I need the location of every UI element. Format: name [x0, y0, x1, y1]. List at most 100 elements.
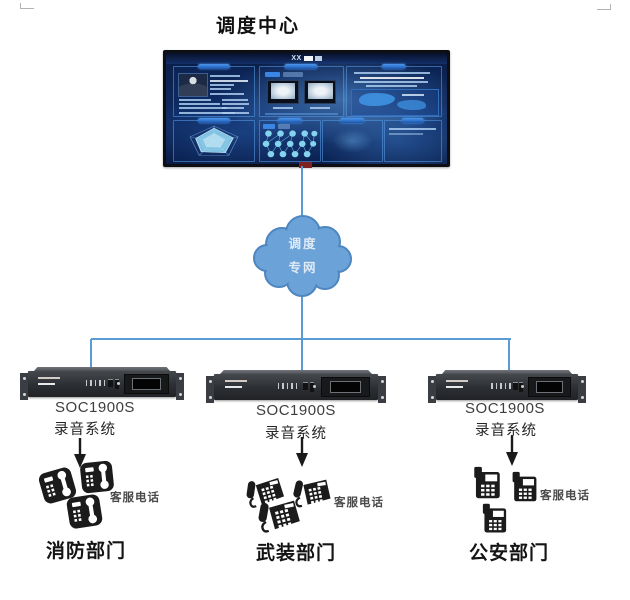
connector-bus-horizontal	[91, 338, 511, 340]
video-tab-button	[264, 72, 280, 78]
person-photo	[178, 73, 209, 97]
rack-mount-ear	[578, 376, 586, 403]
rack-connector-slot	[320, 377, 370, 397]
rack-mount-ear	[176, 373, 184, 400]
department-label: 武装部门	[255, 543, 336, 564]
phones-label: 客服电话	[540, 490, 590, 502]
phone-icon	[474, 466, 500, 499]
graph-tab-button	[263, 123, 276, 129]
dashboard-title-prefix: XX	[291, 55, 302, 62]
panel-header-pill	[198, 64, 231, 70]
rack-connector	[536, 381, 564, 393]
phones-label: 客服电话	[110, 492, 160, 504]
device-system-label: 录音系统	[54, 422, 116, 438]
rack-brand-text	[225, 380, 248, 392]
rack-screw	[312, 384, 316, 388]
panel-blank-glow	[321, 117, 383, 162]
dashboard-title-block	[314, 56, 322, 61]
rack-button	[512, 382, 518, 391]
recorder-device	[20, 366, 184, 400]
connector-drop-left	[90, 339, 92, 368]
map-region-shape	[358, 92, 395, 107]
cloud-label-line2: 专网	[288, 260, 318, 275]
phone-icon	[482, 503, 507, 533]
panel-node-graph	[258, 117, 322, 162]
node-graph	[262, 130, 318, 157]
phones-label: 客服电话	[334, 497, 384, 509]
panel-header-pill	[277, 117, 302, 123]
phone-group-armed	[244, 472, 359, 538]
device-model-label: SOC1900S	[55, 399, 135, 416]
cloud-label: 调度 专网	[250, 206, 356, 302]
graph-tab-button	[277, 123, 290, 129]
phone-icon	[258, 500, 300, 533]
rack-brand-text	[38, 377, 61, 389]
map-widget	[350, 88, 440, 116]
monitor-logo-mark	[299, 162, 312, 168]
panel-list	[383, 117, 442, 162]
panel-header-pill	[401, 117, 425, 123]
connector-cloud-to-bus	[301, 288, 303, 372]
phone-group-police	[470, 462, 550, 538]
rack-button	[114, 378, 119, 389]
panel-header-pill	[340, 117, 365, 123]
panel-radar-chart	[173, 117, 256, 162]
rack-button	[309, 381, 314, 392]
connector-drop-right	[508, 339, 510, 372]
panel-video-monitor	[258, 64, 344, 118]
device-model-label: SOC1900S	[465, 400, 545, 417]
phone-icon	[512, 471, 537, 502]
phone-icon	[66, 494, 103, 529]
cloud-shape	[253, 215, 352, 297]
panel-person-info	[173, 64, 256, 118]
department-label: 公安部门	[468, 543, 549, 564]
rack-connector-slot	[124, 374, 169, 394]
phone-icon	[293, 479, 331, 508]
rack-screw	[116, 381, 120, 385]
arrow-down-icon	[74, 438, 86, 468]
arrow-down-icon	[506, 436, 518, 466]
dashboard-screen: XX	[166, 53, 447, 164]
recorder-device	[206, 369, 386, 403]
rack-mount-ear	[206, 376, 214, 403]
cloud-label-line1: 调度	[288, 236, 318, 251]
rack-button	[107, 379, 113, 388]
arrow-down-icon	[296, 437, 308, 467]
phone-icon	[38, 467, 77, 504]
dashboard-title-block	[303, 56, 313, 61]
page-corner-mark-right	[597, 4, 611, 10]
rack-mount-ear	[428, 376, 436, 403]
recorder-device	[428, 369, 586, 403]
rack-mount-ear	[20, 373, 28, 400]
phone-group-fire	[38, 460, 150, 533]
dashboard-header: XX	[166, 53, 447, 64]
rack-screw	[521, 384, 525, 388]
video-thumbnail	[267, 80, 299, 105]
map-region-shape	[396, 99, 427, 111]
glow-decoration	[331, 128, 374, 153]
rack-led-indicators	[85, 380, 106, 387]
phone-icon	[246, 477, 285, 508]
rack-connector-slot	[528, 377, 571, 397]
video-thumbnail	[304, 80, 336, 105]
connector-monitor-to-cloud	[301, 166, 303, 219]
rack-led-indicators	[277, 383, 298, 390]
rack-button	[302, 382, 308, 391]
device-system-label: 录音系统	[265, 426, 327, 442]
rack-front-panel	[436, 374, 578, 400]
page-corner-mark-left	[20, 3, 34, 9]
radar-chart	[189, 125, 239, 156]
video-tab-button	[282, 72, 303, 78]
phone-icon	[80, 460, 114, 494]
rack-front-panel	[28, 371, 176, 397]
rack-led-indicators	[491, 383, 511, 390]
panel-header-pill	[198, 117, 231, 123]
panel-header-pill	[381, 64, 407, 70]
dispatch-network-cloud: 调度 专网	[250, 206, 356, 302]
panel-map-stats	[345, 64, 442, 118]
rack-connector	[329, 381, 361, 393]
rack-mount-ear	[378, 376, 386, 403]
dispatch-center-monitor: XX	[163, 50, 450, 167]
diagram-title: 调度中心	[215, 16, 300, 37]
rack-front-panel	[214, 374, 378, 400]
